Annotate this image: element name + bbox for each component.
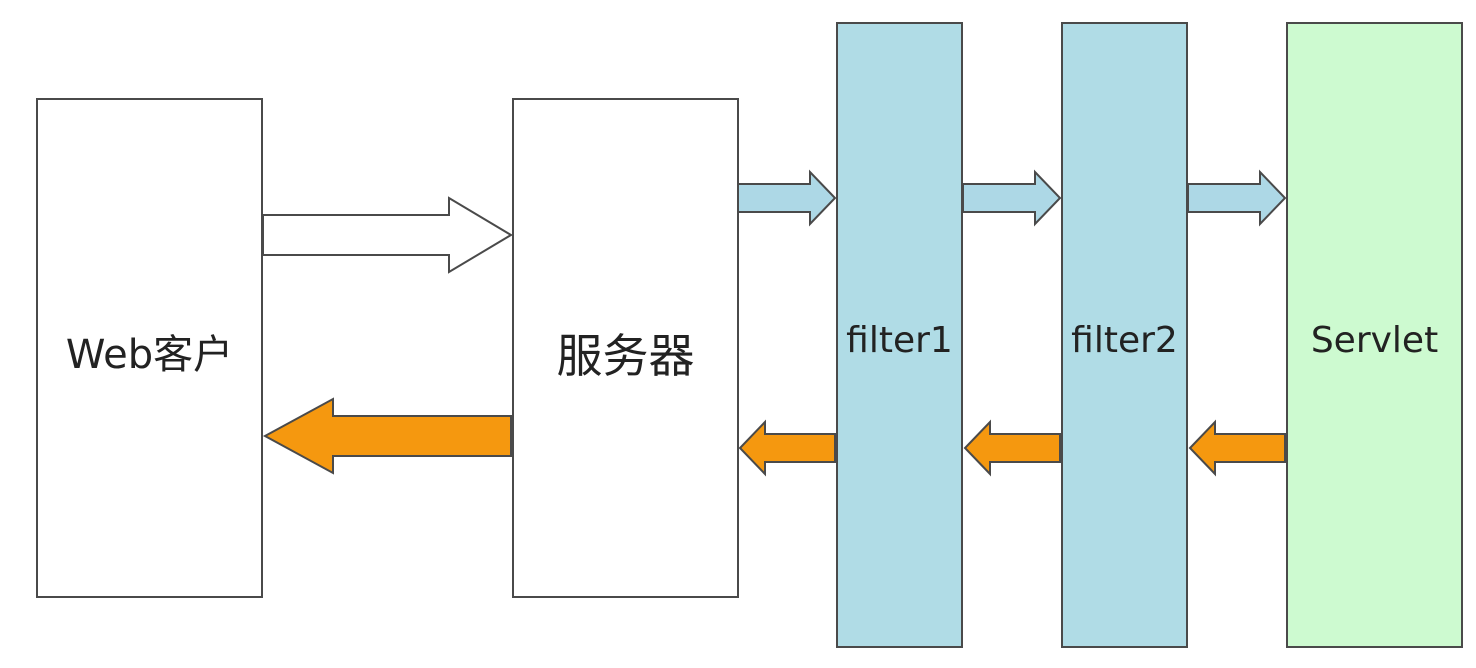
response-arrow-servlet-to-filter2 <box>1188 419 1286 477</box>
filter2-label: filter2 <box>1071 320 1178 361</box>
request-arrow-client-to-server <box>262 196 513 274</box>
web-client-box: Web客户 <box>36 98 263 598</box>
request-arrow-filter2-to-servlet <box>1187 169 1287 227</box>
servlet-box: Servlet <box>1286 22 1463 648</box>
response-arrow-filter1-to-server <box>738 419 836 477</box>
servlet-label: Servlet <box>1310 320 1439 361</box>
filter1-box: filter1 <box>836 22 963 648</box>
server-box: 服务器 <box>512 98 739 598</box>
web-client-label: Web客户 <box>65 332 234 378</box>
response-arrow-filter2-to-filter1 <box>963 419 1061 477</box>
response-arrow-server-to-client <box>262 397 512 475</box>
filter1-label: filter1 <box>846 320 953 361</box>
server-label: 服务器 <box>556 329 695 383</box>
request-arrow-filter1-to-filter2 <box>962 169 1062 227</box>
request-arrow-server-to-filter1 <box>737 169 837 227</box>
filter2-box: filter2 <box>1061 22 1188 648</box>
